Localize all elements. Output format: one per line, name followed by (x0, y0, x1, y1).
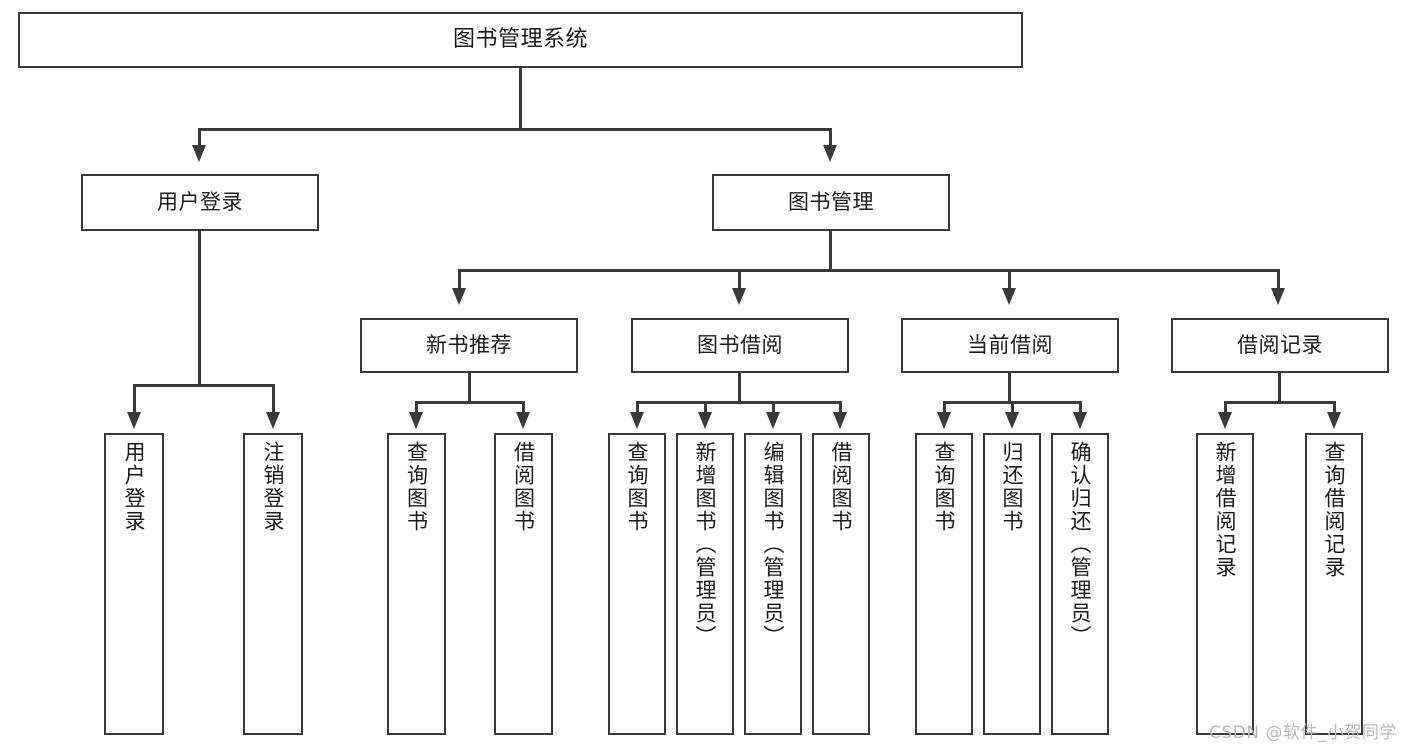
arrow-book-mgmt-child-1 (452, 288, 466, 305)
arrow-book-borrow-leaf-3 (766, 412, 780, 429)
node-root-system[interactable]: 图书管理系统 (18, 12, 1023, 68)
node-label: 注销登录 (261, 441, 286, 533)
leaf-current-borrow-3[interactable]: 确认归还（管理员） (1051, 433, 1109, 735)
node-label: 查询借阅记录 (1322, 441, 1347, 579)
leaf-borrow-record-1[interactable]: 新增借阅记录 (1196, 433, 1254, 735)
arrow-current-borrow-leaf-3 (1073, 412, 1087, 429)
connector-book-borrow-drop-2 (704, 401, 707, 416)
connector-new-book-bus (415, 401, 525, 404)
node-label: 查询图书 (404, 441, 429, 533)
connector-borrow-record-drop-1 (1224, 401, 1227, 416)
connector-root-stem (519, 68, 522, 130)
connector-user-login-drop-2 (272, 384, 275, 416)
connector-book-borrow-drop-4 (839, 401, 842, 416)
leaf-user-login-2[interactable]: 注销登录 (243, 433, 303, 735)
node-label: 当前借阅 (967, 333, 1053, 358)
node-label: 归还图书 (1000, 441, 1025, 533)
node-label: 借阅记录 (1237, 333, 1323, 358)
arrow-current-borrow-leaf-2 (1005, 412, 1019, 429)
connector-current-borrow-drop-1 (943, 401, 946, 416)
arrow-current-borrow-leaf-1 (937, 412, 951, 429)
node-label: 查询图书 (625, 441, 650, 533)
node-label: 新增借阅记录 (1213, 441, 1238, 579)
node-label: 新增图书（管理员） (693, 441, 718, 648)
node-label: 图书管理 (788, 190, 874, 215)
connector-new-book-drop-2 (522, 401, 525, 416)
arrow-user-login-leaf-2 (266, 412, 280, 429)
connector-borrow-record-bus (1224, 401, 1336, 404)
node-label: 借阅图书 (511, 441, 536, 533)
node-new-book-recommend[interactable]: 新书推荐 (360, 318, 578, 373)
connector-book-borrow-drop-3 (772, 401, 775, 416)
connector-new-book-drop-1 (415, 401, 418, 416)
connector-current-borrow-stem (1008, 373, 1011, 403)
arrow-root-to-book-mgmt (823, 145, 837, 162)
node-label: 图书借阅 (697, 333, 783, 358)
connector-root-bus (198, 128, 832, 131)
leaf-current-borrow-2[interactable]: 归还图书 (983, 433, 1041, 735)
node-label: 确认归还（管理员） (1068, 441, 1093, 648)
node-label: 编辑图书（管理员） (761, 441, 786, 648)
connector-current-borrow-drop-2 (1011, 401, 1014, 416)
arrow-borrow-record-leaf-2 (1327, 412, 1341, 429)
connector-current-borrow-drop-3 (1079, 401, 1082, 416)
leaf-book-borrow-3[interactable]: 编辑图书（管理员） (744, 433, 802, 735)
connector-root-to-book-mgmt (829, 128, 832, 150)
arrow-book-mgmt-child-3 (1002, 288, 1016, 305)
node-label: 用户登录 (157, 190, 243, 215)
arrow-new-book-leaf-1 (409, 412, 423, 429)
connector-user-login-drop-1 (133, 384, 136, 416)
arrow-user-login-leaf-1 (127, 412, 141, 429)
node-borrow-record[interactable]: 借阅记录 (1171, 318, 1389, 373)
arrow-borrow-record-leaf-1 (1218, 412, 1232, 429)
arrow-new-book-leaf-2 (516, 412, 530, 429)
connector-book-mgmt-drop-4 (1277, 269, 1280, 291)
connector-book-mgmt-drop-2 (738, 269, 741, 291)
connector-book-mgmt-bus (458, 269, 1280, 272)
arrow-book-borrow-leaf-1 (630, 412, 644, 429)
connector-root-to-user-login (198, 128, 201, 150)
leaf-current-borrow-1[interactable]: 查询图书 (915, 433, 973, 735)
connector-book-borrow-stem (738, 373, 741, 403)
connector-book-borrow-drop-1 (636, 401, 639, 416)
node-label: 用户登录 (122, 441, 147, 533)
arrow-book-mgmt-child-4 (1271, 288, 1285, 305)
node-label: 查询图书 (932, 441, 957, 533)
arrow-book-borrow-leaf-4 (833, 412, 847, 429)
connector-user-login-stem (198, 231, 201, 386)
node-current-borrow[interactable]: 当前借阅 (901, 318, 1119, 373)
node-book-management[interactable]: 图书管理 (712, 174, 950, 231)
leaf-borrow-record-2[interactable]: 查询借阅记录 (1305, 433, 1363, 735)
leaf-book-borrow-2[interactable]: 新增图书（管理员） (676, 433, 734, 735)
connector-book-borrow-bus (636, 401, 842, 404)
node-label: 新书推荐 (426, 333, 512, 358)
connector-book-mgmt-stem (829, 231, 832, 272)
connector-book-mgmt-drop-1 (458, 269, 461, 291)
connector-book-mgmt-drop-3 (1008, 269, 1011, 291)
arrow-book-mgmt-child-2 (732, 288, 746, 305)
leaf-new-book-1[interactable]: 查询图书 (387, 433, 446, 735)
connector-new-book-stem (468, 373, 471, 403)
arrow-root-to-user-login (192, 145, 206, 162)
connector-user-login-bus (133, 384, 275, 387)
arrow-book-borrow-leaf-2 (698, 412, 712, 429)
node-user-login[interactable]: 用户登录 (81, 174, 319, 231)
connector-borrow-record-stem (1278, 373, 1281, 403)
node-book-borrow[interactable]: 图书借阅 (631, 318, 849, 373)
leaf-user-login-1[interactable]: 用户登录 (104, 433, 164, 735)
leaf-book-borrow-4[interactable]: 借阅图书 (812, 433, 870, 735)
node-label: 图书管理系统 (452, 27, 588, 53)
leaf-book-borrow-1[interactable]: 查询图书 (608, 433, 666, 735)
leaf-new-book-2[interactable]: 借阅图书 (494, 433, 553, 735)
connector-borrow-record-drop-2 (1333, 401, 1336, 416)
node-label: 借阅图书 (829, 441, 854, 533)
